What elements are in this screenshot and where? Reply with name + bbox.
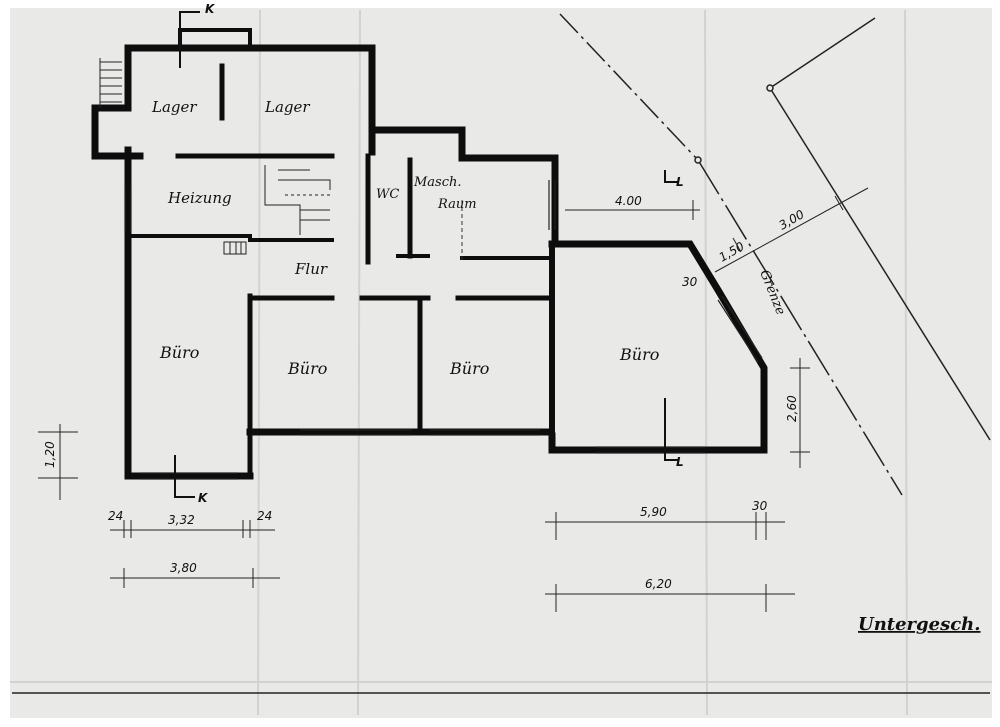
dim-3-32: 3,32 bbox=[168, 513, 195, 527]
dim-24-right: 24 bbox=[257, 509, 272, 523]
internal-stair bbox=[264, 165, 331, 235]
dimension-lines bbox=[38, 187, 869, 612]
wall-left-outer bbox=[124, 146, 254, 480]
room-label-buero-3: Büro bbox=[449, 359, 489, 378]
paper-background bbox=[10, 8, 992, 718]
radiator bbox=[223, 241, 247, 255]
dim-30-right: 30 bbox=[752, 499, 768, 513]
dim-6-20: 6,20 bbox=[645, 577, 672, 591]
dim-24-left: 24 bbox=[108, 509, 123, 523]
room-label-wc: WC bbox=[376, 187, 399, 202]
dim-30-corner: 30 bbox=[682, 275, 698, 289]
external-stair bbox=[99, 58, 122, 108]
room-label-heizung: Heizung bbox=[167, 189, 232, 207]
room-label-masch-2: Raum bbox=[437, 197, 477, 212]
room-label-lager-left: Lager bbox=[151, 98, 197, 116]
room-label-buero-2: Büro bbox=[287, 359, 327, 378]
section-mark-k-bottom: K bbox=[198, 491, 209, 505]
dim-2-60: 2,60 bbox=[785, 395, 799, 422]
room-label-buero-4: Büro bbox=[619, 345, 659, 364]
dim-4-00: 4.00 bbox=[615, 194, 642, 208]
section-mark-l-top: L bbox=[676, 175, 684, 189]
property-boundary bbox=[559, 13, 991, 496]
room-label-lager-right: Lager bbox=[264, 98, 310, 116]
section-mark-k-top: K bbox=[205, 2, 216, 16]
dim-5-90: 5,90 bbox=[640, 505, 667, 519]
drawing-title: Untergesch. bbox=[858, 614, 981, 635]
section-mark-l-bottom: L bbox=[676, 455, 684, 469]
paper-folds bbox=[10, 9, 992, 716]
section-lines bbox=[174, 11, 678, 498]
walls bbox=[91, 28, 768, 480]
room-label-flur: Flur bbox=[294, 260, 328, 278]
dim-3-80: 3,80 bbox=[170, 561, 197, 575]
wall-lager-left bbox=[91, 104, 144, 160]
room-label-masch-1: Masch. bbox=[413, 175, 462, 190]
windows bbox=[124, 180, 763, 480]
dim-1-20: 1,20 bbox=[43, 441, 57, 468]
room-label-buero-1: Büro bbox=[159, 343, 199, 362]
wall-buero4-outline bbox=[548, 240, 768, 454]
